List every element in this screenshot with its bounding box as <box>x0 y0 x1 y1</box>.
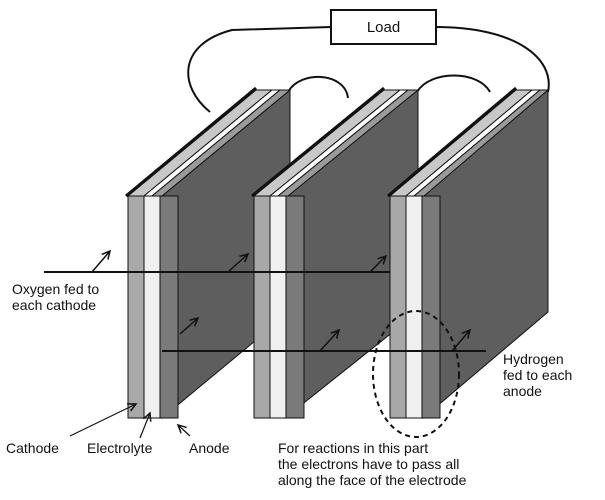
electrolyte-layer <box>269 195 287 419</box>
cathode-layer <box>389 195 407 419</box>
anode-layer <box>285 195 305 419</box>
reaction-note-label: For reactions in this part the electrons… <box>278 440 467 488</box>
oxygen-arrow-3 <box>369 256 386 273</box>
top-edge-line <box>251 86 385 198</box>
load-box: Load <box>330 9 437 45</box>
cathode-label: Cathode <box>6 440 59 456</box>
electrolyte-layer <box>143 195 161 419</box>
circuit-link-1 <box>287 76 349 99</box>
oxygen-arrow-2 <box>227 254 248 273</box>
oxygen-feed-label: Oxygen fed to each cathode <box>12 281 100 313</box>
reaction-region-highlight <box>372 310 460 438</box>
electrolyte-pointer-arrow <box>139 413 150 439</box>
hydrogen-feed-label: Hydrogen fed to each anode <box>503 351 573 399</box>
anode-layer <box>159 195 179 419</box>
electrolyte-layer <box>405 195 423 419</box>
load-label: Load <box>366 18 401 36</box>
top-edge-line <box>125 86 257 198</box>
cathode-layer <box>127 195 145 419</box>
anode-layer <box>421 195 441 419</box>
hydrogen-arrow-2 <box>319 330 339 352</box>
cathode-pointer-arrow <box>69 404 136 437</box>
hydrogen-arrow-1 <box>179 318 198 335</box>
fuel-cell-2 <box>251 86 420 420</box>
electrolyte-label: Electrolyte <box>87 440 153 456</box>
anode-pointer-arrow <box>178 425 191 437</box>
top-edge-line <box>387 86 517 198</box>
circuit-wire-left <box>187 26 332 113</box>
circuit-link-2 <box>416 74 491 93</box>
fuel-cell-3 <box>387 86 550 420</box>
circuit-wire-right <box>435 26 550 93</box>
anode-label: Anode <box>189 440 230 456</box>
oxygen-arrow-1 <box>91 251 110 273</box>
cathode-layer <box>253 195 271 419</box>
